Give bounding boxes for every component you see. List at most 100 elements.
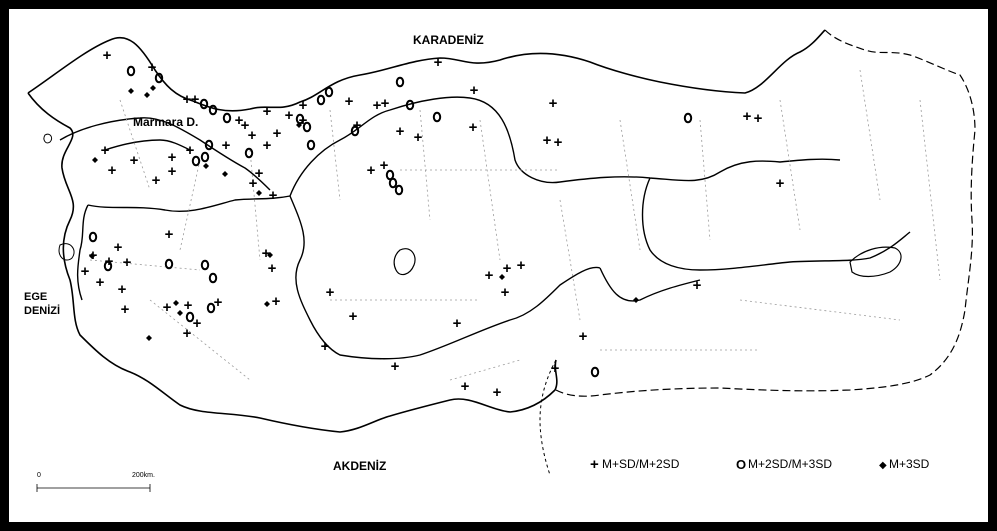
svg-text:+: + bbox=[391, 358, 400, 375]
aegean-coast bbox=[76, 195, 291, 301]
svg-text:+: + bbox=[152, 172, 161, 189]
legend-plus-label: M+SD/M+2SD bbox=[602, 457, 680, 471]
svg-text:+: + bbox=[262, 245, 271, 262]
eastern-border bbox=[555, 29, 976, 397]
svg-text:+: + bbox=[148, 59, 157, 76]
svg-text:+: + bbox=[453, 315, 462, 332]
svg-text:+: + bbox=[272, 293, 281, 310]
aegean-island bbox=[58, 243, 75, 261]
svg-text:+: + bbox=[414, 129, 423, 146]
svg-text:+: + bbox=[551, 360, 560, 377]
svg-text:+: + bbox=[776, 175, 785, 192]
svg-text:+: + bbox=[381, 95, 390, 112]
scale-end: 200km. bbox=[132, 472, 155, 479]
svg-text:+: + bbox=[493, 384, 502, 401]
black-sea-label: KARADENİZ bbox=[413, 32, 484, 47]
country-outline bbox=[27, 29, 826, 433]
svg-text:+: + bbox=[263, 137, 272, 154]
central-region-outline bbox=[289, 96, 841, 360]
svg-text:+: + bbox=[396, 123, 405, 140]
svg-text:+: + bbox=[579, 328, 588, 345]
svg-text:+: + bbox=[121, 301, 130, 318]
svg-text:+: + bbox=[248, 127, 257, 144]
diamond-markers bbox=[89, 85, 639, 341]
svg-text:+: + bbox=[183, 91, 192, 108]
svg-text:+: + bbox=[273, 125, 282, 142]
scale-start: 0 bbox=[37, 472, 41, 479]
svg-text:+: + bbox=[549, 95, 558, 112]
svg-text:+: + bbox=[754, 110, 763, 127]
svg-text:+: + bbox=[263, 103, 272, 120]
svg-text:+: + bbox=[165, 226, 174, 243]
svg-text:+: + bbox=[193, 315, 202, 332]
svg-text:+: + bbox=[517, 257, 526, 274]
svg-text:+: + bbox=[373, 97, 382, 114]
svg-text:+: + bbox=[693, 277, 702, 294]
svg-text:+: + bbox=[108, 162, 117, 179]
svg-text:+: + bbox=[186, 142, 195, 159]
aegean-island bbox=[43, 133, 53, 144]
svg-text:+: + bbox=[345, 93, 354, 110]
svg-text:+: + bbox=[503, 260, 512, 277]
svg-text:+: + bbox=[255, 165, 264, 182]
southern-border bbox=[539, 359, 557, 476]
lake-tuz bbox=[393, 248, 416, 276]
svg-text:+: + bbox=[214, 294, 223, 311]
svg-text:+: + bbox=[118, 281, 127, 298]
svg-text:+: + bbox=[101, 142, 110, 159]
scale-bar: 0 200km. bbox=[36, 472, 155, 492]
marmara-label: Marmara D. bbox=[133, 115, 198, 129]
marmara-sea bbox=[59, 117, 271, 191]
svg-text:+: + bbox=[380, 157, 389, 174]
aegean-label: EGE bbox=[24, 291, 47, 303]
circle-markers bbox=[88, 65, 693, 378]
legend-plus-symbol: + bbox=[590, 456, 599, 473]
province-borders bbox=[89, 69, 941, 381]
svg-text:+: + bbox=[470, 82, 479, 99]
svg-text:+: + bbox=[235, 112, 244, 129]
mediterranean-label: AKDENİZ bbox=[333, 458, 386, 473]
svg-text:+: + bbox=[123, 254, 132, 271]
plus-markers: ++ ++ +++ ++++ ++++ ++++ ++++ ++++ ++++ … bbox=[81, 47, 785, 401]
svg-text:+: + bbox=[743, 108, 752, 125]
svg-text:+: + bbox=[349, 308, 358, 325]
svg-text:+: + bbox=[96, 274, 105, 291]
svg-text:+: + bbox=[163, 299, 172, 316]
svg-text:+: + bbox=[285, 107, 294, 124]
svg-text:+: + bbox=[299, 97, 308, 114]
svg-text:+: + bbox=[469, 119, 478, 136]
svg-text:+: + bbox=[168, 149, 177, 166]
eastern-outline bbox=[599, 177, 911, 302]
aegean-label-2: DENİZİ bbox=[24, 304, 60, 317]
legend-diamond-symbol: ◆ bbox=[879, 460, 887, 471]
svg-text:+: + bbox=[191, 91, 200, 108]
svg-text:+: + bbox=[461, 378, 470, 395]
svg-text:+: + bbox=[543, 132, 552, 149]
legend-circle-label: M+2SD/M+3SD bbox=[748, 457, 832, 471]
svg-text:+: + bbox=[353, 117, 362, 134]
svg-text:+: + bbox=[268, 260, 277, 277]
svg-text:+: + bbox=[222, 137, 231, 154]
legend: + M+SD/M+2SD O M+2SD/M+3SD ◆ M+3SD bbox=[590, 456, 930, 473]
svg-text:+: + bbox=[184, 297, 193, 314]
svg-text:+: + bbox=[183, 325, 192, 342]
legend-circle-symbol: O bbox=[736, 457, 746, 472]
svg-text:+: + bbox=[269, 187, 278, 204]
svg-text:+: + bbox=[485, 267, 494, 284]
svg-text:+: + bbox=[103, 47, 112, 64]
svg-text:+: + bbox=[114, 239, 123, 256]
svg-text:+: + bbox=[249, 175, 258, 192]
svg-text:+: + bbox=[501, 284, 510, 301]
svg-text:+: + bbox=[321, 338, 330, 355]
svg-text:+: + bbox=[434, 54, 443, 71]
lake-van bbox=[849, 246, 902, 278]
svg-text:+: + bbox=[241, 117, 250, 134]
svg-text:+: + bbox=[81, 263, 90, 280]
legend-diamond-label: M+3SD bbox=[889, 457, 930, 471]
svg-text:+: + bbox=[168, 163, 177, 180]
svg-text:+: + bbox=[554, 134, 563, 151]
svg-text:+: + bbox=[130, 152, 139, 169]
svg-text:+: + bbox=[367, 162, 376, 179]
svg-text:+: + bbox=[326, 284, 335, 301]
